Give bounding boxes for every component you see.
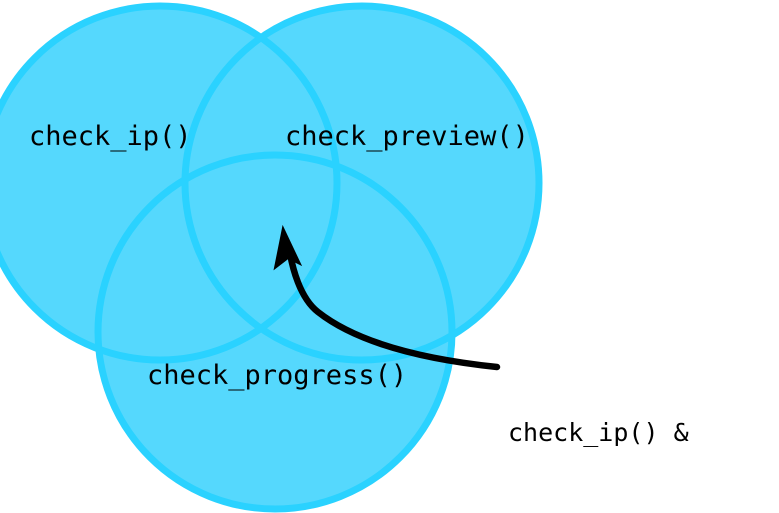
circle-outlines [0, 2, 543, 513]
circle-outline-check-ip[interactable] [0, 2, 341, 364]
circle-fill-check-progress [98, 155, 452, 509]
circle-fills [0, 6, 539, 509]
set-label-check-preview: check_preview() [285, 121, 529, 152]
annotation-arrow-shaft [285, 243, 501, 371]
circle-outline-check-progress[interactable] [94, 151, 456, 513]
annotation-arrow [273, 224, 501, 371]
set-label-check-ip: check_ip() [29, 121, 192, 152]
set-label-check-progress: check_progress() [147, 360, 408, 391]
intersection-annotation: check_ip() & check_preview() & check_pro… [508, 303, 779, 513]
annotation-line-1: check_ip() & [508, 418, 689, 447]
annotation-arrow-head [273, 224, 303, 271]
